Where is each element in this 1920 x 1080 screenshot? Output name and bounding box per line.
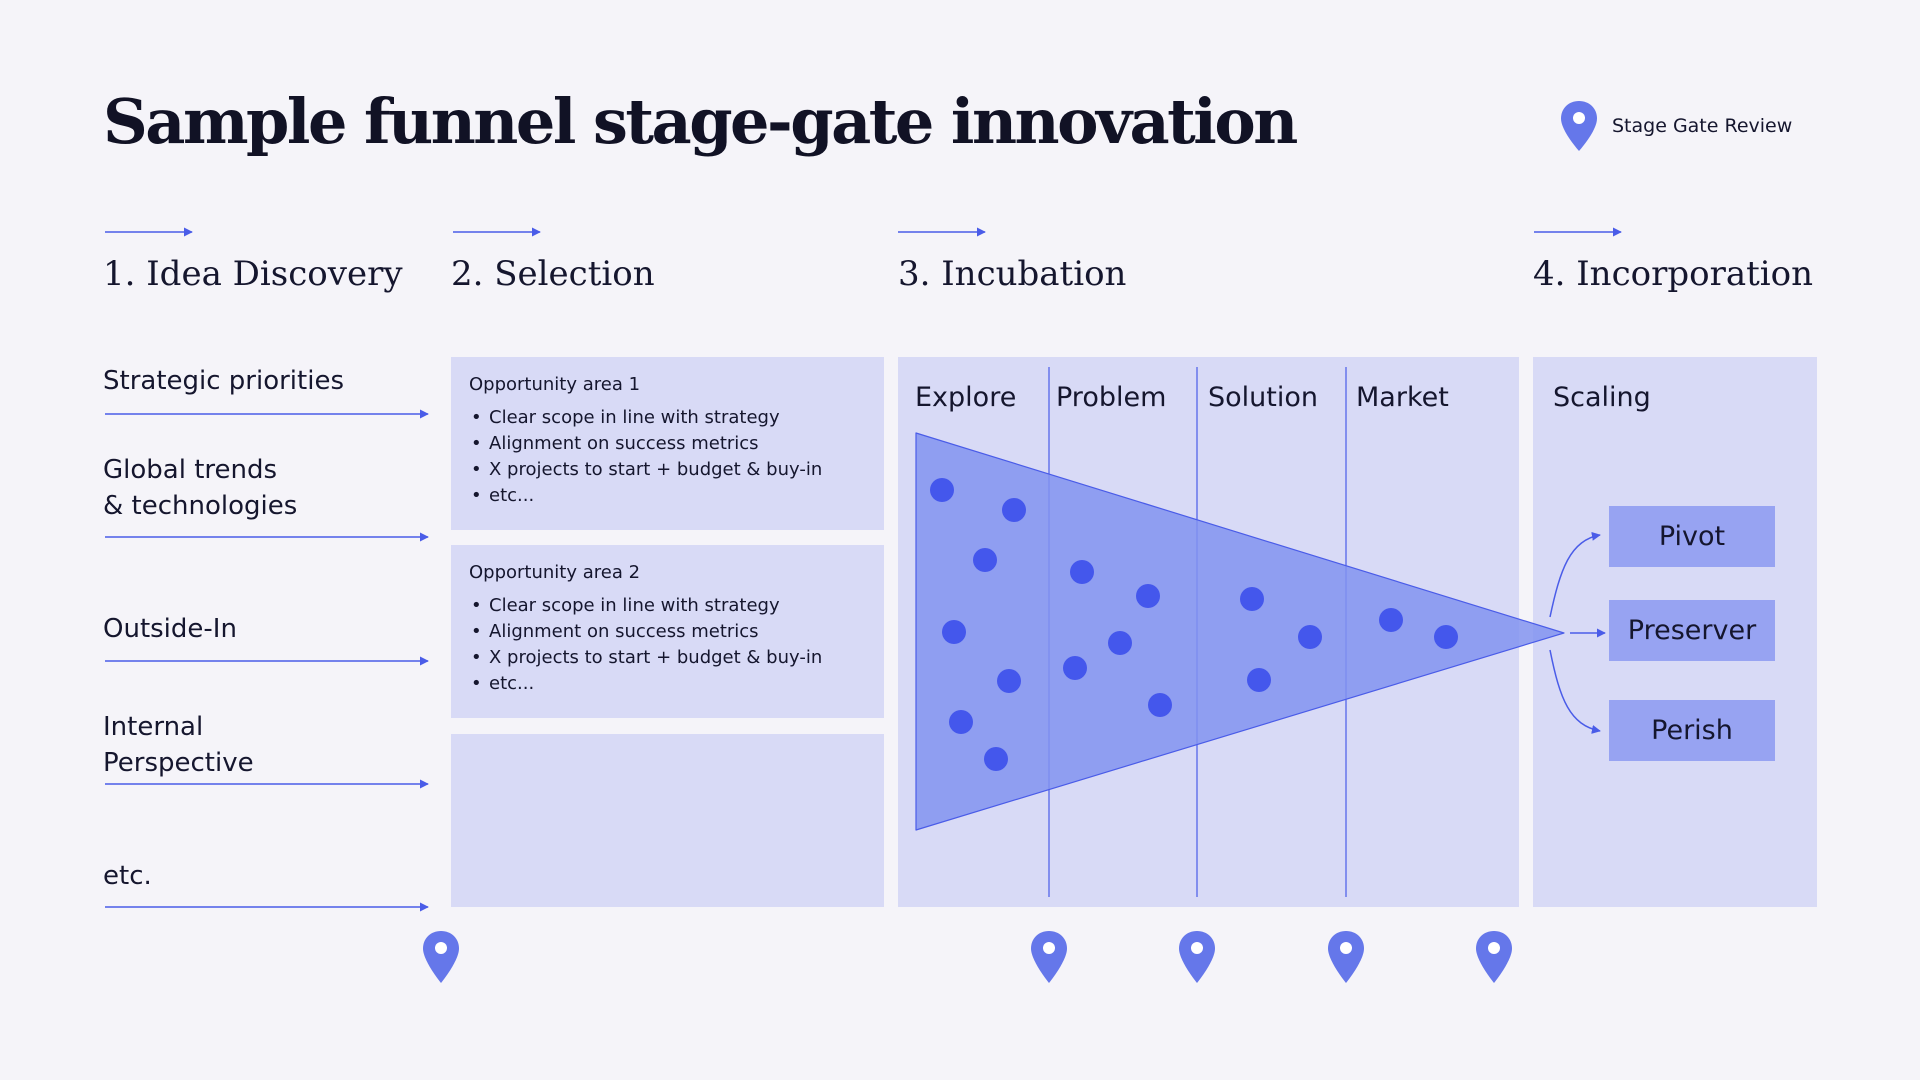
map-pin-icon — [1031, 931, 1067, 983]
opportunity-area-empty — [451, 734, 884, 907]
map-pin-icon — [1328, 931, 1364, 983]
list-item: Clear scope in line with strategy — [469, 593, 884, 619]
idea-dot — [997, 669, 1021, 693]
funnel-shape — [915, 432, 1565, 831]
idea-dot — [949, 710, 973, 734]
stage-gate-pin-problem — [1031, 931, 1067, 983]
opportunity-area-2: Opportunity area 2 Clear scope in line w… — [451, 545, 884, 718]
arrow-to-perish — [1549, 649, 1601, 734]
list-item: etc... — [469, 483, 884, 509]
list-item: Alignment on success metrics — [469, 619, 884, 645]
arrow-to-pivot — [1549, 531, 1601, 618]
opportunity-area-list: Clear scope in line with strategy Alignm… — [469, 405, 884, 509]
idea-dot — [1063, 656, 1087, 680]
idea-source-global-trends: Global trends & technologies — [103, 455, 298, 521]
idea-dots — [930, 478, 1458, 771]
legend-label: Stage Gate Review — [1612, 115, 1793, 137]
stage-gate-pin-solution — [1179, 931, 1215, 983]
idea-dot — [930, 478, 954, 502]
list-item: etc... — [469, 671, 884, 697]
stage-heading-selection: 2. Selection — [451, 254, 655, 294]
stage-gate-pin-incorporation — [1476, 931, 1512, 983]
idea-dot — [1298, 625, 1322, 649]
map-pin-icon — [1476, 931, 1512, 983]
phase-heading-problem: Problem — [1056, 382, 1167, 413]
idea-source-etc: etc. — [103, 861, 152, 891]
idea-dot — [1136, 584, 1160, 608]
phase-heading-market: Market — [1356, 382, 1449, 413]
idea-dot — [1108, 631, 1132, 655]
idea-dot — [1148, 693, 1172, 717]
idea-dot — [984, 747, 1008, 771]
list-item: Clear scope in line with strategy — [469, 405, 884, 431]
incorporation-heading-scaling: Scaling — [1553, 382, 1651, 413]
idea-source-strategic-priorities: Strategic priorities — [103, 366, 344, 396]
stage-heading-incorporation: 4. Incorporation — [1533, 254, 1814, 294]
map-pin-icon — [1561, 101, 1597, 151]
idea-dot — [1002, 498, 1026, 522]
idea-dot — [942, 620, 966, 644]
outcome-preserver: Preserver — [1609, 600, 1775, 661]
idea-dot — [1247, 668, 1271, 692]
stage-heading-idea-discovery: 1. Idea Discovery — [103, 254, 403, 294]
map-pin-icon — [1179, 931, 1215, 983]
idea-dot — [1434, 625, 1458, 649]
stage-gate-pin-selection — [423, 931, 459, 983]
opportunity-area-list: Clear scope in line with strategy Alignm… — [469, 593, 884, 697]
list-item: X projects to start + budget & buy-in — [469, 457, 884, 483]
opportunity-area-title: Opportunity area 1 — [469, 374, 641, 395]
list-item: X projects to start + budget & buy-in — [469, 645, 884, 671]
list-item: Alignment on success metrics — [469, 431, 884, 457]
idea-dot — [1070, 560, 1094, 584]
page-title: Sample funnel stage-gate innovation — [103, 85, 1298, 158]
idea-dot — [1379, 608, 1403, 632]
idea-dot — [973, 548, 997, 572]
map-pin-icon — [423, 931, 459, 983]
stage-gate-pin-market — [1328, 931, 1364, 983]
stage-heading-incubation: 3. Incubation — [898, 254, 1127, 294]
idea-source-internal-perspective: Internal Perspective — [103, 712, 254, 778]
idea-dot — [1240, 587, 1264, 611]
outcome-perish: Perish — [1609, 700, 1775, 761]
opportunity-area-title: Opportunity area 2 — [469, 562, 641, 583]
outcome-pivot: Pivot — [1609, 506, 1775, 567]
phase-heading-solution: Solution — [1208, 382, 1318, 413]
legend: Stage Gate Review — [1560, 100, 1792, 152]
opportunity-area-1: Opportunity area 1 Clear scope in line w… — [451, 357, 884, 530]
idea-source-outside-in: Outside-In — [103, 614, 237, 644]
phase-heading-explore: Explore — [915, 382, 1017, 413]
